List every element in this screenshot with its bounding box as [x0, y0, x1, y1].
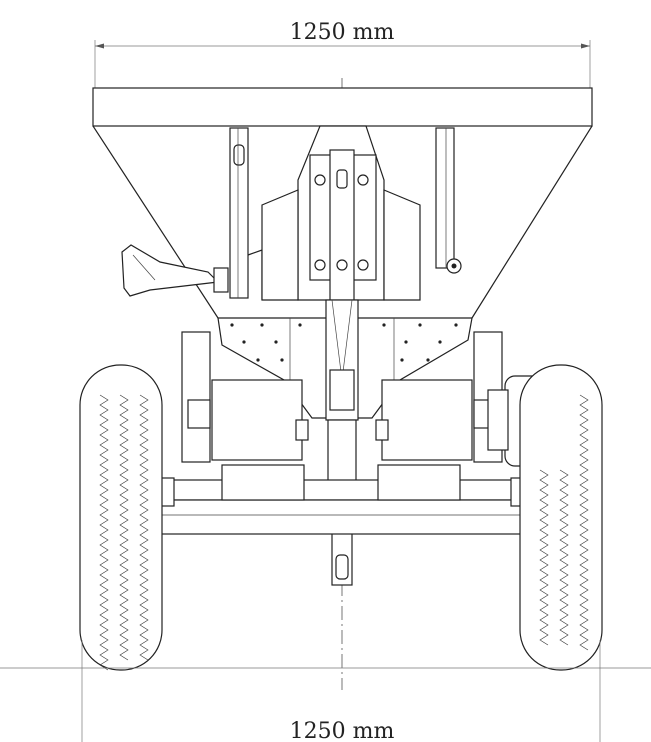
right-gusset	[383, 189, 421, 301]
rivet	[298, 323, 302, 327]
top-dimension-label: 1250 mm	[290, 20, 395, 45]
top-dimension: 1250 mm	[94, 20, 591, 88]
lever-detail	[132, 254, 156, 281]
right-upright	[435, 127, 455, 269]
mast-bolt-3	[314, 259, 326, 271]
axle-frame	[159, 479, 526, 535]
drawbar-coupling	[329, 369, 355, 411]
right-tread-3	[579, 394, 589, 651]
rivet	[256, 358, 260, 362]
left-wheel	[79, 364, 163, 671]
motor-flange	[487, 389, 509, 451]
right-pivot-center	[451, 263, 457, 269]
lever-handle	[121, 244, 229, 297]
rivet	[382, 323, 386, 327]
rivet	[418, 323, 422, 327]
lever-bracket	[213, 267, 229, 293]
top-dim-arrow-right	[581, 43, 590, 49]
mast-bolt-4	[357, 259, 369, 271]
right-chute	[377, 464, 461, 501]
lever-grip	[121, 244, 220, 297]
rivet	[400, 358, 404, 362]
rivet	[426, 358, 430, 362]
right-tread-1	[539, 469, 549, 646]
left-upright	[229, 127, 249, 299]
mast-bolt-1	[314, 174, 326, 186]
bottom-dimension: 1250 mm	[81, 640, 601, 742]
axle-beam	[159, 479, 526, 501]
rivet	[404, 340, 408, 344]
rear-uprights	[229, 127, 462, 300]
hopper-right-side	[471, 125, 593, 319]
right-spinner-bolt	[375, 419, 389, 441]
left-upright-clamp	[233, 144, 245, 166]
left-chute	[221, 464, 305, 501]
hopper	[92, 87, 593, 319]
mast-bolt-2	[357, 174, 369, 186]
left-brace	[247, 249, 263, 300]
rivet	[454, 323, 458, 327]
left-spinner-bolt	[295, 419, 309, 441]
left-side-bracket	[181, 331, 211, 463]
mast-bolt-5	[336, 259, 348, 271]
left-hub-plate	[187, 399, 211, 429]
bottom-dimension-label: 1250 mm	[290, 719, 395, 742]
left-housing	[211, 379, 303, 461]
left-tread-1	[99, 394, 109, 671]
hopper-rim	[92, 87, 593, 127]
right-housing	[381, 379, 473, 461]
lower-frame	[159, 499, 526, 535]
right-tire	[519, 364, 603, 671]
right-wheel	[519, 364, 603, 671]
left-tread-3	[139, 394, 149, 661]
hopper-left-side	[92, 125, 219, 319]
mast-slot	[336, 169, 348, 189]
rivet	[280, 358, 284, 362]
left-tread-2	[119, 394, 129, 661]
rivet	[260, 323, 264, 327]
drawbar	[325, 299, 359, 586]
rivet	[230, 323, 234, 327]
top-dim-arrow-left	[95, 43, 104, 49]
rivet	[242, 340, 246, 344]
hitch-mast	[261, 125, 421, 301]
spreader-housings	[211, 379, 473, 501]
left-gusset	[261, 189, 299, 301]
drawbar-eye	[335, 554, 349, 580]
right-tread-2	[559, 469, 569, 646]
rivet	[438, 340, 442, 344]
rivet	[274, 340, 278, 344]
